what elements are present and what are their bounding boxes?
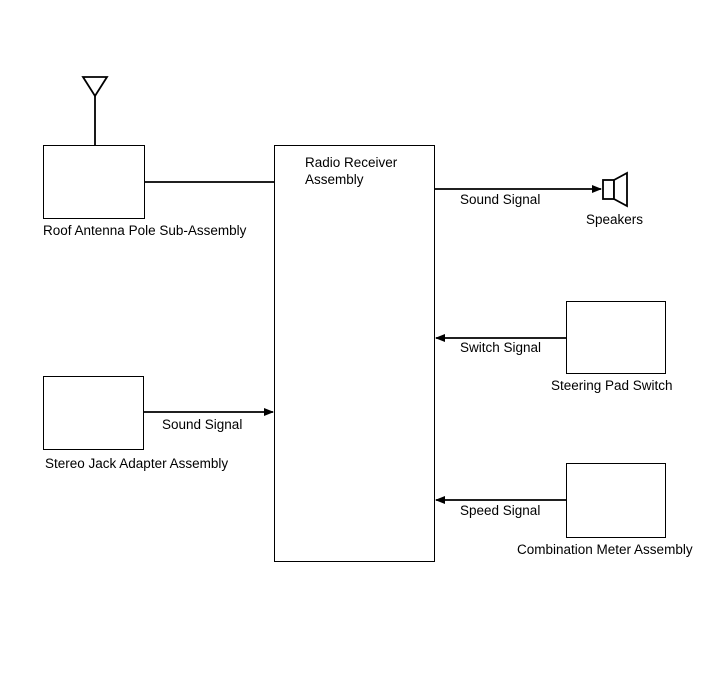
speed-signal-label: Speed Signal xyxy=(460,503,541,518)
sound-out-signal-label: Sound Signal xyxy=(460,192,541,207)
speakers-label: Speakers xyxy=(586,212,644,227)
steering-pad-label: Steering Pad Switch xyxy=(551,378,673,393)
stereo-jack-label: Stereo Jack Adapter Assembly xyxy=(45,456,229,471)
roof-antenna-box xyxy=(43,145,145,219)
stereo-jack-box xyxy=(43,376,144,450)
sound-in-signal-label: Sound Signal xyxy=(162,417,243,432)
speaker-icon xyxy=(602,171,628,208)
combination-meter-label: Combination Meter Assembly xyxy=(517,542,693,557)
antenna-icon xyxy=(81,76,109,145)
radio-receiver-box xyxy=(274,145,435,562)
combination-meter-box xyxy=(566,463,666,538)
steering-pad-box xyxy=(566,301,666,374)
switch-signal-label: Switch Signal xyxy=(460,340,542,355)
roof-antenna-label: Roof Antenna Pole Sub-Assembly xyxy=(43,223,247,238)
radio-receiver-label-line2: Assembly xyxy=(305,172,364,187)
radio-receiver-label-line1: Radio Receiver xyxy=(305,155,398,170)
